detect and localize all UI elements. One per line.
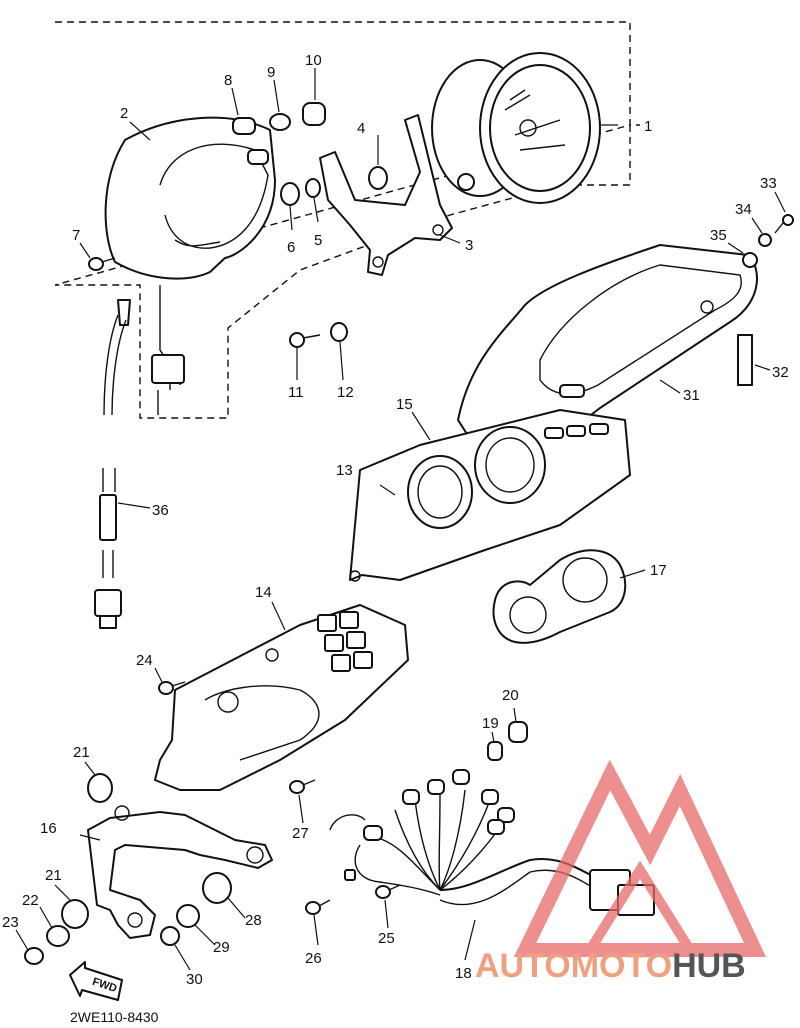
socket-8	[232, 117, 269, 165]
washer-35	[742, 252, 758, 268]
nut-23	[24, 947, 44, 965]
callout-14: 14	[255, 584, 272, 601]
callout-2: 2	[120, 105, 128, 122]
cap-10	[302, 102, 326, 126]
callout-24: 24	[136, 652, 153, 669]
callout-15: 15	[396, 396, 413, 413]
callout-11: 11	[288, 384, 304, 401]
meter-housing	[104, 116, 276, 280]
callout-36: 36	[152, 502, 169, 519]
screw-33	[774, 214, 794, 234]
callout-21b: 21	[45, 867, 62, 884]
callout-30: 30	[186, 971, 203, 988]
callout-31: 31	[683, 387, 700, 404]
callout-29: 29	[213, 939, 230, 956]
meter-case	[349, 409, 631, 582]
callout-20: 20	[502, 687, 519, 704]
speedometer-cable	[94, 299, 131, 629]
callout-28: 28	[245, 912, 262, 929]
bulb-19	[487, 741, 503, 761]
drawing-code: 2WE110-8430	[70, 1009, 159, 1025]
callout-10: 10	[305, 52, 322, 69]
washer-22	[46, 925, 70, 947]
meter-lead-connector	[151, 354, 185, 384]
callout-12: 12	[337, 384, 354, 401]
cap-20	[508, 721, 528, 743]
meter-body	[154, 604, 409, 791]
bolt-11	[289, 332, 321, 348]
forward-arrow-icon: FWD	[69, 961, 123, 1001]
screw-7	[88, 257, 116, 271]
nut-34	[758, 233, 772, 247]
callout-17: 17	[650, 562, 667, 579]
trim-strip-32	[737, 334, 753, 386]
watermark-brand: AUTOMOTOHUB	[475, 947, 746, 985]
callout-21a: 21	[73, 744, 90, 761]
callout-22: 22	[22, 892, 39, 909]
screw-26	[305, 899, 331, 915]
callout-7: 7	[72, 227, 80, 244]
screw-24	[158, 681, 186, 695]
callout-4: 4	[357, 120, 365, 137]
lower-bracket	[87, 805, 273, 939]
meter-cover	[457, 244, 758, 471]
damper-21-upper	[87, 773, 113, 803]
screw-25	[375, 884, 401, 899]
callout-25: 25	[378, 930, 395, 947]
bulb-9	[269, 113, 291, 131]
damper-21-lower	[61, 899, 89, 929]
harness-sockets	[363, 769, 515, 841]
callout-1: 1	[644, 118, 652, 135]
callout-33: 33	[760, 175, 777, 192]
washer-12	[330, 322, 348, 342]
nut-30	[160, 926, 180, 946]
collar-6	[280, 182, 300, 206]
washer-5	[305, 178, 321, 198]
callout-32: 32	[772, 364, 789, 381]
callout-18: 18	[455, 965, 472, 982]
part-callouts: 1 2 3 4 5 6 7 8 9 10 11 12 13 14 15 16 1…	[2, 52, 789, 988]
callout-16: 16	[40, 820, 57, 837]
callout-8: 8	[224, 72, 232, 89]
callout-23: 23	[2, 914, 19, 931]
meter-bracket	[319, 114, 453, 276]
callout-6: 6	[287, 239, 295, 256]
damper-4	[368, 166, 388, 190]
callout-26: 26	[305, 950, 322, 967]
meter-face	[492, 549, 627, 644]
callout-34: 34	[735, 201, 752, 218]
meter-assembly	[431, 52, 601, 204]
callout-19: 19	[482, 715, 499, 732]
callout-13: 13	[336, 462, 353, 479]
assembly-boundary	[54, 21, 640, 419]
screw-27	[289, 779, 316, 794]
collar-29	[176, 904, 200, 928]
meter-lead-wire	[157, 285, 181, 415]
callout-5: 5	[314, 232, 322, 249]
callout-3: 3	[465, 237, 473, 254]
callout-35: 35	[710, 227, 727, 244]
callout-27: 27	[292, 825, 309, 842]
leader-lines	[15, 68, 786, 971]
damper-28	[202, 872, 232, 904]
callout-9: 9	[267, 64, 275, 81]
automotohub-logo	[513, 759, 767, 957]
